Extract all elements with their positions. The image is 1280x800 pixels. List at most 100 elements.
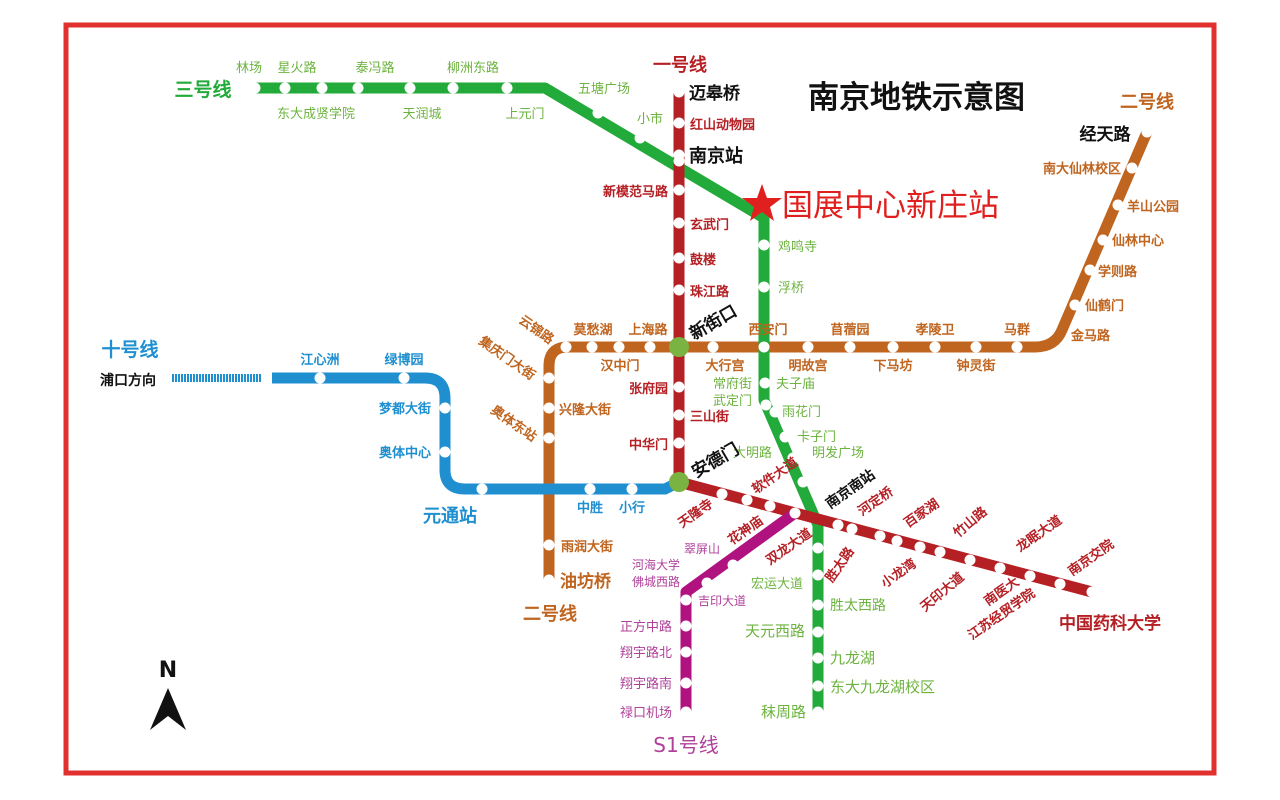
station-dot-s1[interactable] <box>701 577 713 589</box>
station-label: 秣周路 <box>761 703 806 721</box>
station-dot-line1[interactable] <box>673 184 685 196</box>
station-dot-line10[interactable] <box>476 483 488 495</box>
station-dot-line10[interactable] <box>439 446 451 458</box>
station-dot-line1[interactable] <box>673 437 685 449</box>
station-dot-line3[interactable] <box>592 107 604 119</box>
interchange-andemen[interactable] <box>669 472 689 492</box>
station-dot-line1[interactable] <box>1086 586 1098 598</box>
station-dot-line3[interactable] <box>404 82 416 94</box>
station-dot-line10[interactable] <box>626 483 638 495</box>
station-dot-line10[interactable] <box>398 372 410 384</box>
station-dot-line3[interactable] <box>760 399 772 411</box>
station-dot-line1[interactable] <box>673 217 685 229</box>
station-dot-line1[interactable] <box>832 519 844 531</box>
station-label: 卡子门 <box>797 430 836 445</box>
station-dot-line2[interactable] <box>929 341 941 353</box>
station-dot-line1[interactable] <box>891 535 903 547</box>
station-dot-line3[interactable] <box>812 680 824 692</box>
station-dot-s1[interactable] <box>680 677 692 689</box>
station-dot-line3[interactable] <box>797 476 809 488</box>
station-dot-line1[interactable] <box>673 284 685 296</box>
station-dot-line2[interactable] <box>1097 234 1109 246</box>
station-dot-s1[interactable] <box>727 559 739 571</box>
station-dot-line3[interactable] <box>758 341 770 353</box>
station-dot-line3[interactable] <box>812 652 824 664</box>
station-dot-line1[interactable] <box>874 530 886 542</box>
station-dot-line2[interactable] <box>1141 126 1153 138</box>
station-dot-line3[interactable] <box>812 569 824 581</box>
station-dot-line3[interactable] <box>316 82 328 94</box>
station-label: 元通站 <box>423 505 477 527</box>
station-dot-line10[interactable] <box>439 402 451 414</box>
station-label: 西安门 <box>748 322 787 338</box>
station-dot-line3[interactable] <box>779 431 791 443</box>
station-dot-line1[interactable] <box>673 149 685 161</box>
station-dot-line3[interactable] <box>787 452 799 464</box>
station-dot-line1[interactable] <box>673 86 685 98</box>
station-dot-line10[interactable] <box>584 483 596 495</box>
station-dot-line3[interactable] <box>634 132 646 144</box>
station-dot-s1[interactable] <box>680 594 692 606</box>
station-dot-line3[interactable] <box>758 239 770 251</box>
station-dot-line1[interactable] <box>673 117 685 129</box>
station-dot-line2[interactable] <box>1112 199 1124 211</box>
station-dot-line1[interactable] <box>673 252 685 264</box>
station-dot-line2[interactable] <box>707 341 719 353</box>
station-dot-line2[interactable] <box>543 402 555 414</box>
station-dot-line2[interactable] <box>887 341 899 353</box>
station-dot-line2[interactable] <box>543 539 555 551</box>
station-dot-line3[interactable] <box>759 377 771 389</box>
station-dot-line2[interactable] <box>613 341 625 353</box>
station-dot-line3[interactable] <box>769 406 781 418</box>
station-dot-line3[interactable] <box>352 82 364 94</box>
station-dot-line1[interactable] <box>964 554 976 566</box>
station-dot-line2[interactable] <box>1084 264 1096 276</box>
station-dot-line3[interactable] <box>447 82 459 94</box>
station-dot-line3[interactable] <box>812 626 824 638</box>
station-dot-line2[interactable] <box>802 341 814 353</box>
station-dot-line1[interactable] <box>1054 578 1066 590</box>
station-dot-line2[interactable] <box>844 341 856 353</box>
station-dot-line2[interactable] <box>644 341 656 353</box>
station-label: 三山街 <box>690 409 729 425</box>
station-dot-line1[interactable] <box>673 381 685 393</box>
station-dot-line3[interactable] <box>812 706 824 718</box>
station-label: 东大成贤学院 <box>277 106 355 122</box>
station-dot-s1[interactable] <box>680 706 692 718</box>
station-dot-line1[interactable] <box>934 546 946 558</box>
station-dot-line2[interactable] <box>586 341 598 353</box>
station-dot-s1[interactable] <box>680 620 692 632</box>
station-dot-line1[interactable] <box>764 500 776 512</box>
station-dot-line1[interactable] <box>994 562 1006 574</box>
station-dot-line1[interactable] <box>741 494 753 506</box>
station-label: 羊山公园 <box>1127 199 1179 215</box>
station-dot-line3[interactable] <box>249 82 261 94</box>
station-dot-line1[interactable] <box>716 488 728 500</box>
station-dot-line1[interactable] <box>914 541 926 553</box>
station-label: 经天路 <box>1080 124 1132 145</box>
station-dot-line2[interactable] <box>543 372 555 384</box>
station-dot-line1[interactable] <box>789 507 801 519</box>
station-label: 安德门 <box>688 439 743 483</box>
station-dot-line1[interactable] <box>846 523 858 535</box>
station-dot-line2[interactable] <box>1069 299 1081 311</box>
station-dot-line10[interactable] <box>314 372 326 384</box>
station-dot-line2[interactable] <box>560 341 572 353</box>
station-dot-line3[interactable] <box>758 281 770 293</box>
station-dot-line2[interactable] <box>1011 341 1023 353</box>
station-dot-line3[interactable] <box>812 542 824 554</box>
station-dot-line2[interactable] <box>543 574 555 586</box>
station-dot-line2[interactable] <box>543 432 555 444</box>
station-dot-line1[interactable] <box>1024 570 1036 582</box>
station-dot-line3[interactable] <box>501 82 513 94</box>
station-dot-line3[interactable] <box>812 599 824 611</box>
station-dot-line2[interactable] <box>970 341 982 353</box>
interchange-xinjiekou[interactable] <box>669 337 689 357</box>
station-dot-s1[interactable] <box>680 646 692 658</box>
station-dot-line1[interactable] <box>673 409 685 421</box>
station-label: 中国药科大学 <box>1059 613 1161 634</box>
station-label: 马群 <box>1004 322 1030 338</box>
station-label: 竹山路 <box>950 503 992 542</box>
station-dot-line3[interactable] <box>279 82 291 94</box>
station-dot-line2[interactable] <box>1126 162 1138 174</box>
